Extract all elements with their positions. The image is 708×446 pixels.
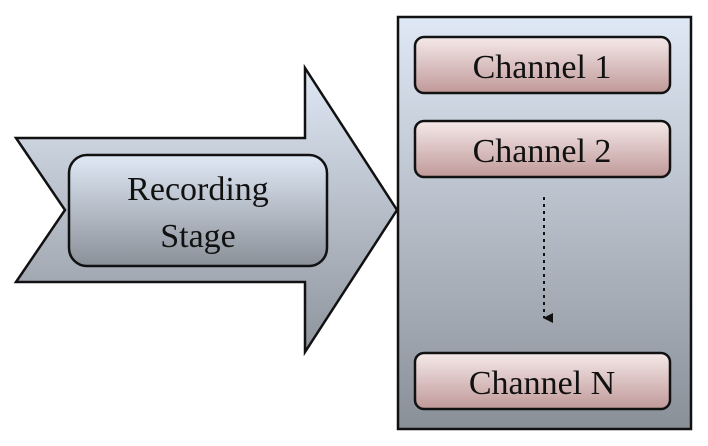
- channel-label: Channel 1: [473, 49, 612, 86]
- recording-stage-label-line2: Stage: [160, 218, 236, 255]
- recording-stage-box: [67, 153, 329, 268]
- recording-stage-label-line1: Recording: [127, 171, 269, 208]
- channel-label: Channel N: [469, 365, 615, 402]
- channel-label: Channel 2: [473, 133, 612, 170]
- channel-box: [413, 119, 672, 179]
- channel-box: [413, 351, 672, 411]
- channel-box: [413, 35, 672, 95]
